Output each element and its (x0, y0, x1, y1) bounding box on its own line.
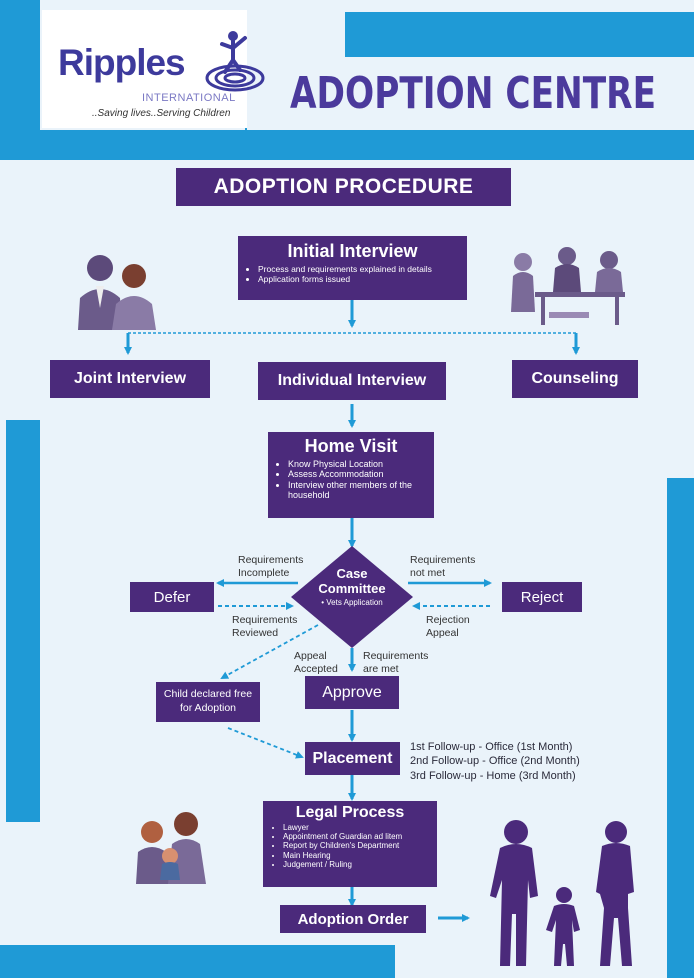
child-declared-box: Child declared free for Adoption (156, 682, 260, 722)
meeting-group-icon (511, 247, 625, 325)
logo-sub: INTERNATIONAL (142, 92, 236, 104)
initial-interview-box: Initial Interview Process and requiremen… (238, 236, 467, 300)
header-title: ADOPTION CENTRE (290, 68, 657, 119)
header-band (0, 130, 694, 160)
initial-bullet: Application forms issued (258, 274, 461, 285)
legal-bullet: Main Hearing (283, 851, 431, 860)
follow-up-item: 1st Follow-up - Office (1st Month) (410, 741, 573, 753)
placement-box: Placement (305, 742, 400, 775)
follow-up-item: 3rd Follow-up - Home (3rd Month) (410, 769, 576, 782)
procedure-title: ADOPTION PROCEDURE (176, 168, 511, 206)
reject-box: Reject (502, 582, 582, 612)
defer-box: Defer (130, 582, 214, 612)
top-right-stripe (345, 12, 694, 57)
legal-process-box: Legal Process Lawyer Appointment of Guar… (263, 801, 437, 887)
left-side-stripe (6, 420, 40, 822)
follow-up-item: 2nd Follow-up - Office (2nd Month) (410, 755, 580, 768)
label-appeal-accepted: Appeal Accepted (294, 650, 338, 676)
individual-interview-box: Individual Interview (258, 362, 446, 400)
home-visit-bullet: Assess Accommodation (288, 469, 428, 479)
spiral-icon (205, 31, 265, 92)
case-committee-diamond (291, 546, 413, 648)
logo-name: Ripples (58, 42, 186, 83)
label-rejection-appeal: Rejection Appeal (426, 614, 470, 640)
right-side-stripe (667, 478, 694, 978)
couple-icon (78, 255, 156, 330)
bottom-left-stripe (0, 945, 395, 978)
home-visit-title: Home Visit (304, 436, 398, 456)
logo-tagline: ..Saving lives..Serving Children (92, 108, 231, 119)
home-visit-box: Home Visit Know Physical Location Assess… (268, 432, 434, 518)
label-requirements-incomplete: Requirements Incomplete (238, 554, 304, 580)
follow-up-list: 1st Follow-up - Office (1st Month) 2nd F… (410, 740, 610, 783)
legal-bullet: Appointment of Guardian ad litem (283, 832, 431, 841)
counseling-box: Counseling (512, 360, 638, 398)
family-walking-icon (490, 820, 634, 966)
legal-process-title: Legal Process (295, 804, 405, 821)
case-committee-title-2: Committee (318, 581, 386, 596)
label-requirements-met: Requirements are met (363, 650, 429, 676)
case-committee-text: Case Committee • Vets Application (300, 566, 404, 607)
home-visit-bullet: Know Physical Location (288, 459, 428, 469)
joint-interview-box: Joint Interview (50, 360, 210, 398)
approve-box: Approve (305, 676, 399, 709)
legal-bullet: Report by Children's Department (283, 841, 431, 850)
child-figure-icon (546, 887, 580, 966)
parent-child-icon (136, 812, 206, 884)
adoption-order-box: Adoption Order (280, 905, 426, 933)
case-committee-bullet: • Vets Application (321, 598, 383, 607)
case-committee-title: Case (336, 566, 368, 581)
top-left-stripe (0, 0, 40, 160)
legal-bullet: Judgement / Ruling (283, 860, 431, 869)
legal-bullet: Lawyer (283, 823, 431, 832)
label-requirements-not-met: Requirements not met (410, 554, 476, 580)
home-visit-bullet: Interview other members of the household (288, 480, 428, 501)
initial-bullet: Process and requirements explained in de… (258, 264, 461, 275)
initial-interview-title: Initial Interview (287, 241, 418, 261)
label-requirements-reviewed: Requirements Reviewed (232, 614, 298, 640)
